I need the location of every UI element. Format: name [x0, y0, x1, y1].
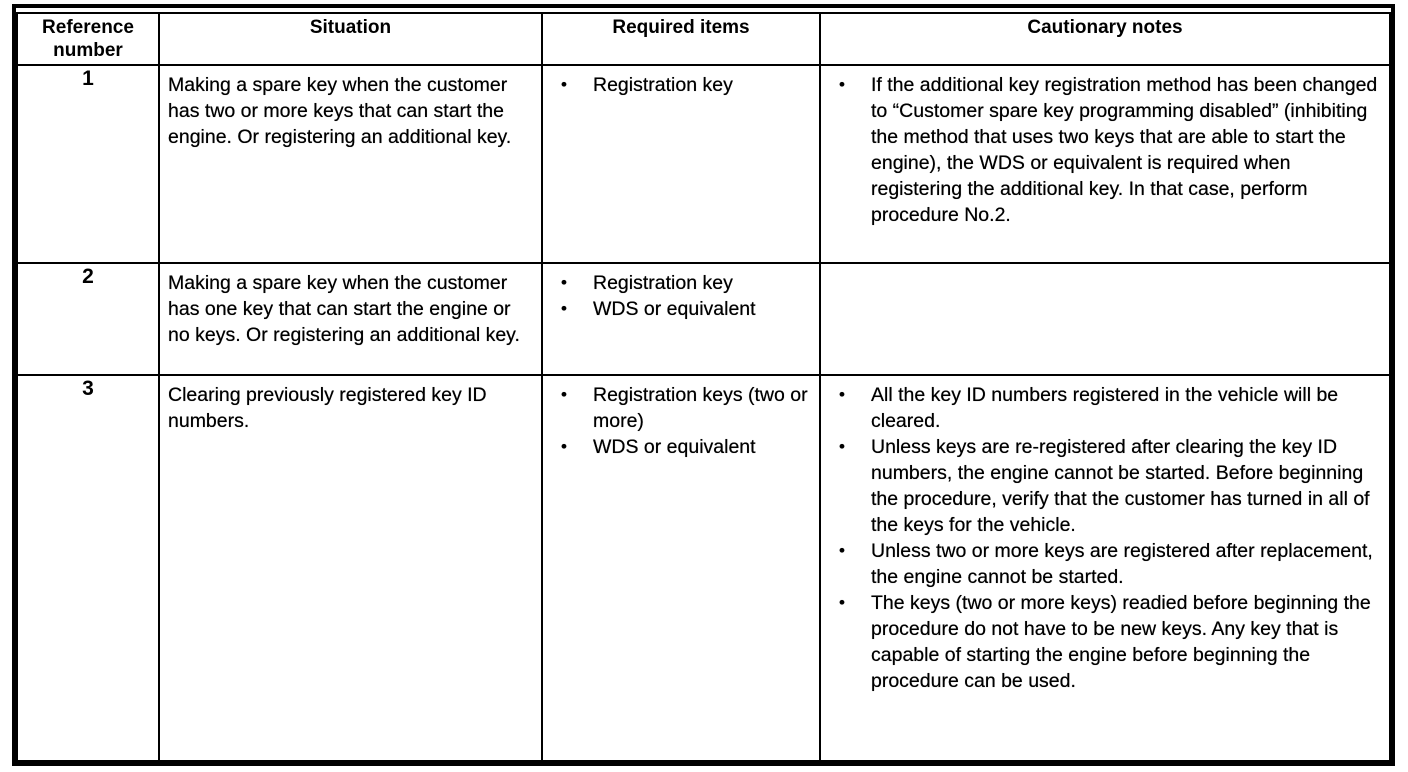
- required-items-cell: • Registration keys (two or more) • WDS …: [541, 374, 821, 762]
- list-item-text: All the key ID numbers registered in the…: [871, 384, 1339, 432]
- list-item-text: The keys (two or more keys) readied befo…: [871, 592, 1371, 692]
- list-item: • Registration key: [559, 270, 809, 296]
- list-item: • WDS or equivalent: [559, 434, 809, 460]
- reference-number-cell: 1: [16, 64, 160, 264]
- list-item: • All the key ID numbers registered in t…: [837, 382, 1379, 434]
- bullet-icon: •: [839, 385, 845, 404]
- reference-number-cell: 3: [16, 374, 160, 762]
- bullet-icon: •: [561, 385, 567, 404]
- bullet-icon: •: [561, 75, 567, 94]
- list-item: • If the additional key registration met…: [837, 72, 1379, 228]
- cautionary-notes-cell: • All the key ID numbers registered in t…: [819, 374, 1391, 762]
- list-item-text: Registration key: [593, 272, 733, 294]
- situation-cell: Making a spare key when the customer has…: [158, 262, 543, 376]
- bullet-icon: •: [561, 273, 567, 292]
- table-row: 1 Making a spare key when the customer h…: [16, 64, 1391, 264]
- header-reference-number: Reference number: [16, 12, 160, 66]
- list-item: • WDS or equivalent: [559, 296, 809, 322]
- list-item-text: WDS or equivalent: [593, 436, 756, 458]
- situation-cell: Making a spare key when the customer has…: [158, 64, 543, 264]
- list-item: • Unless two or more keys are registered…: [837, 538, 1379, 590]
- table-row: 3 Clearing previously registered key ID …: [16, 374, 1391, 762]
- key-registration-table-frame: Reference number Situation Required item…: [12, 4, 1395, 766]
- list-item-text: Unless keys are re-registered after clea…: [871, 436, 1370, 536]
- reference-number-cell: 2: [16, 262, 160, 376]
- required-items-cell: • Registration key: [541, 64, 821, 264]
- list-item-text: If the additional key registration metho…: [871, 74, 1378, 226]
- bullet-icon: •: [561, 299, 567, 318]
- situation-cell: Clearing previously registered key ID nu…: [158, 374, 543, 762]
- table-row: 2 Making a spare key when the customer h…: [16, 262, 1391, 376]
- header-situation: Situation: [158, 12, 543, 66]
- list-item: • Registration keys (two or more): [559, 382, 809, 434]
- list-item-text: WDS or equivalent: [593, 298, 756, 320]
- list-item-text: Unless two or more keys are registered a…: [871, 540, 1373, 588]
- bullet-icon: •: [839, 437, 845, 456]
- list-item-text: Registration keys (two or more): [593, 384, 808, 432]
- header-required-items: Required items: [541, 12, 821, 66]
- required-items-cell: • Registration key • WDS or equivalent: [541, 262, 821, 376]
- list-item: • Registration key: [559, 72, 809, 98]
- list-item-text: Registration key: [593, 74, 733, 96]
- bullet-icon: •: [839, 75, 845, 94]
- key-registration-table: Reference number Situation Required item…: [16, 12, 1391, 762]
- cautionary-notes-cell: • If the additional key registration met…: [819, 64, 1391, 264]
- bullet-icon: •: [561, 437, 567, 456]
- header-cautionary-notes: Cautionary notes: [819, 12, 1391, 66]
- list-item: • The keys (two or more keys) readied be…: [837, 590, 1379, 694]
- bullet-icon: •: [839, 593, 845, 612]
- cautionary-notes-cell: [819, 262, 1391, 376]
- header-row: Reference number Situation Required item…: [16, 12, 1391, 66]
- list-item: • Unless keys are re-registered after cl…: [837, 434, 1379, 538]
- bullet-icon: •: [839, 541, 845, 560]
